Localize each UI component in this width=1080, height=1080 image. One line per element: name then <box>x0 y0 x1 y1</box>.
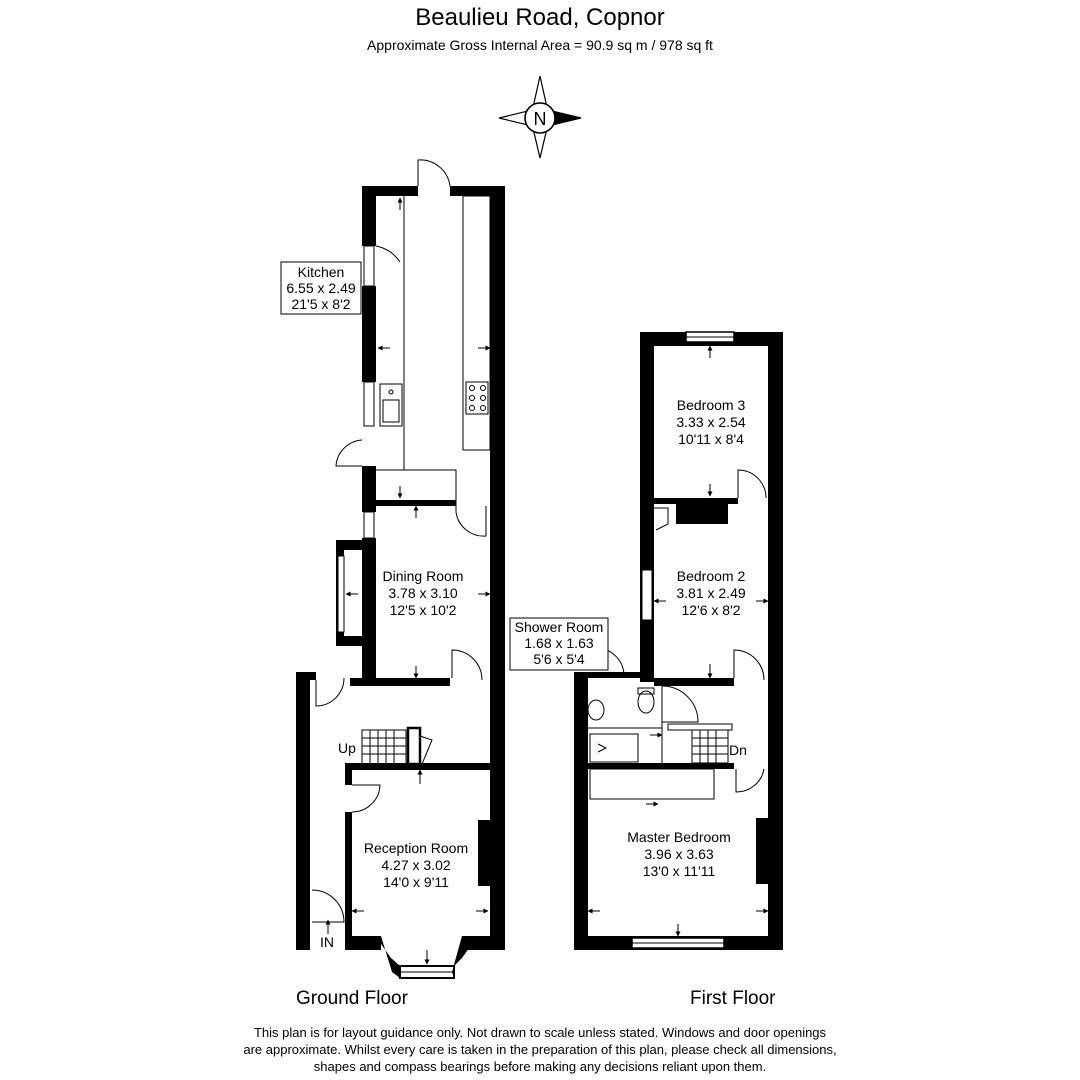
dining-metric: 3.78 x 3.10 <box>388 585 457 601</box>
disclaimer-line-2: are approximate. Whilst every care is ta… <box>243 1042 837 1057</box>
reception-metric: 4.27 x 3.02 <box>381 857 450 873</box>
disclaimer-line-3: shapes and compass bearings before makin… <box>313 1059 767 1074</box>
disclaimer: This plan is for layout guidance only. N… <box>200 1024 880 1075</box>
stairs-up-label: Up <box>338 740 356 756</box>
first-floor-label: First Floor <box>690 988 776 1009</box>
kitchen-metric: 6.55 x 2.49 <box>286 280 355 296</box>
bedroom-2-label: Bedroom 2 3.81 x 2.49 12'6 x 8'2 <box>676 568 745 618</box>
entrance-label: IN <box>320 934 334 950</box>
disclaimer-line-1: This plan is for layout guidance only. N… <box>253 1025 827 1040</box>
bedroom3-imperial: 10'11 x 8'4 <box>678 431 744 447</box>
bedroom2-name: Bedroom 2 <box>677 568 746 584</box>
shower-name: Shower Room <box>515 619 604 635</box>
first-floor-arrows <box>587 345 769 937</box>
plan-title: Beaulieu Road, Copnor <box>415 4 665 31</box>
kitchen-label: Kitchen 6.55 x 2.49 21'5 x 8'2 <box>280 261 362 315</box>
master-bedroom-label: Master Bedroom 3.96 x 3.63 13'0 x 11'11 <box>627 829 730 879</box>
ground-floor-fittings <box>311 159 491 923</box>
shower-imperial: 5'6 x 5'4 <box>533 651 584 667</box>
bedroom3-name: Bedroom 3 <box>677 397 746 413</box>
compass-rose-icon: N <box>498 75 582 159</box>
reception-room-label: Reception Room 4.27 x 3.02 14'0 x 9'11 <box>364 840 468 890</box>
dining-name: Dining Room <box>383 568 464 584</box>
dining-room-label: Dining Room 3.78 x 3.10 12'5 x 10'2 <box>383 568 464 618</box>
ground-floor-label: Ground Floor <box>296 988 408 1009</box>
reception-name: Reception Room <box>364 840 468 856</box>
bedroom2-metric: 3.81 x 2.49 <box>676 585 745 601</box>
master-name: Master Bedroom <box>627 829 730 845</box>
dining-imperial: 12'5 x 10'2 <box>390 602 457 618</box>
first-floor-plan <box>574 331 783 950</box>
kitchen-imperial: 21'5 x 8'2 <box>291 296 350 312</box>
ground-floor-arrows <box>325 197 491 965</box>
plan-subtitle: Approximate Gross Internal Area = 90.9 s… <box>367 37 713 53</box>
shower-metric: 1.68 x 1.63 <box>524 635 593 651</box>
bedroom3-metric: 3.33 x 2.54 <box>676 414 745 430</box>
compass-north-letter: N <box>534 109 547 129</box>
master-imperial: 13'0 x 11'11 <box>643 863 716 879</box>
kitchen-name: Kitchen <box>298 264 345 280</box>
bedroom-3-label: Bedroom 3 3.33 x 2.54 10'11 x 8'4 <box>676 397 745 447</box>
bedroom2-imperial: 12'6 x 8'2 <box>681 602 740 618</box>
master-metric: 3.96 x 3.63 <box>644 846 713 862</box>
reception-imperial: 14'0 x 9'11 <box>383 874 449 890</box>
stairs-down-label: Dn <box>729 742 747 758</box>
shower-room-label: Shower Room 1.68 x 1.63 5'6 x 5'4 <box>509 617 609 671</box>
